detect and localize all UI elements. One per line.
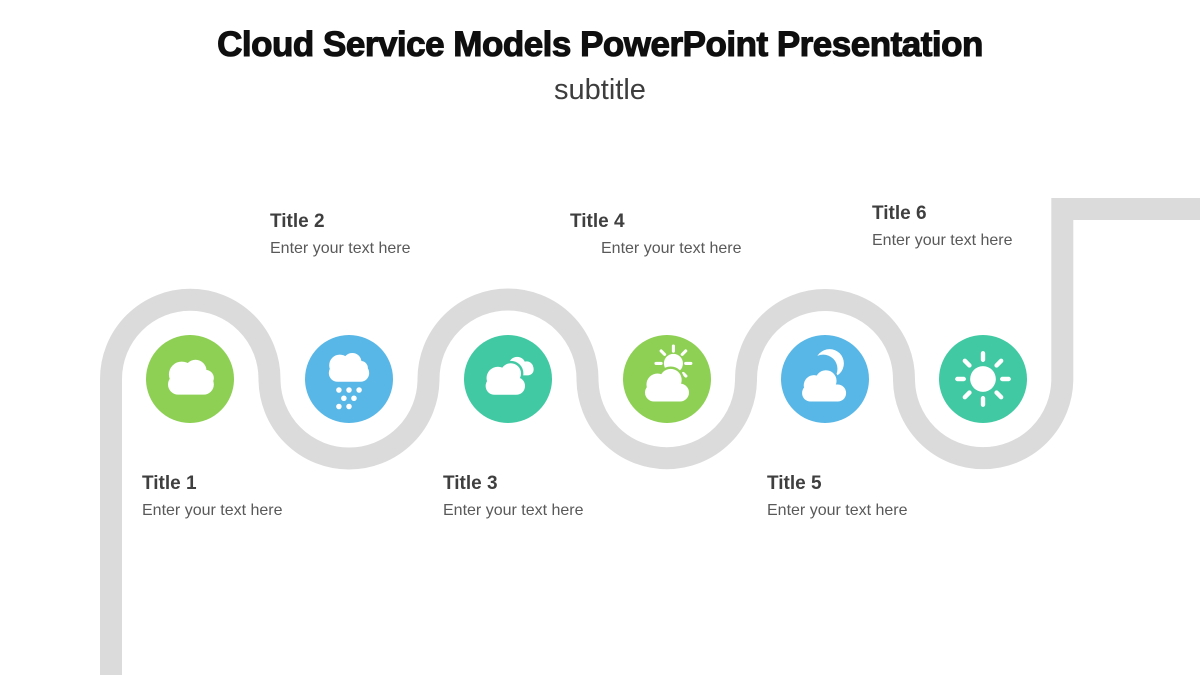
timeline-label-4: Title 4 Enter your text here bbox=[570, 212, 742, 257]
label-body[interactable]: Enter your text here bbox=[270, 240, 411, 257]
label-body[interactable]: Enter your text here bbox=[872, 232, 1013, 249]
timeline-label-1: Title 1 Enter your text here bbox=[142, 474, 283, 519]
timeline-label-6: Title 6 Enter your text here bbox=[872, 204, 1013, 249]
sun-icon bbox=[955, 351, 1011, 407]
label-title[interactable]: Title 3 bbox=[443, 473, 498, 494]
label-title[interactable]: Title 5 bbox=[767, 473, 822, 494]
timeline-node-2[interactable] bbox=[305, 335, 393, 423]
label-title[interactable]: Title 6 bbox=[872, 203, 927, 224]
timeline-node-3[interactable] bbox=[464, 335, 552, 423]
sun-behind-cloud-icon bbox=[642, 344, 693, 404]
moon-cloud-icon bbox=[799, 349, 849, 404]
timeline-label-2: Title 2 Enter your text here bbox=[270, 212, 411, 257]
timeline-label-3: Title 3 Enter your text here bbox=[443, 474, 584, 519]
label-body[interactable]: Enter your text here bbox=[767, 502, 908, 519]
cloud-icon bbox=[168, 359, 214, 395]
slide-title[interactable]: Cloud Service Models PowerPoint Presenta… bbox=[217, 25, 984, 64]
rain-cloud-icon bbox=[328, 352, 370, 410]
timeline-node-6[interactable] bbox=[939, 335, 1027, 423]
timeline-node-4[interactable] bbox=[623, 335, 711, 423]
slide-subtitle[interactable]: subtitle bbox=[554, 74, 646, 107]
label-body[interactable]: Enter your text here bbox=[142, 502, 283, 519]
timeline-node-1[interactable] bbox=[146, 335, 234, 423]
label-title[interactable]: Title 2 bbox=[270, 211, 325, 232]
label-title[interactable]: Title 1 bbox=[142, 473, 197, 494]
timeline-node-5[interactable] bbox=[781, 335, 869, 423]
label-body[interactable]: Enter your text here bbox=[601, 240, 742, 257]
label-title[interactable]: Title 4 bbox=[570, 211, 625, 232]
label-body[interactable]: Enter your text here bbox=[443, 502, 584, 519]
timeline-label-5: Title 5 Enter your text here bbox=[767, 474, 908, 519]
slide-header: Cloud Service Models PowerPoint Presenta… bbox=[0, 25, 1200, 107]
clouds-icon bbox=[483, 356, 534, 398]
